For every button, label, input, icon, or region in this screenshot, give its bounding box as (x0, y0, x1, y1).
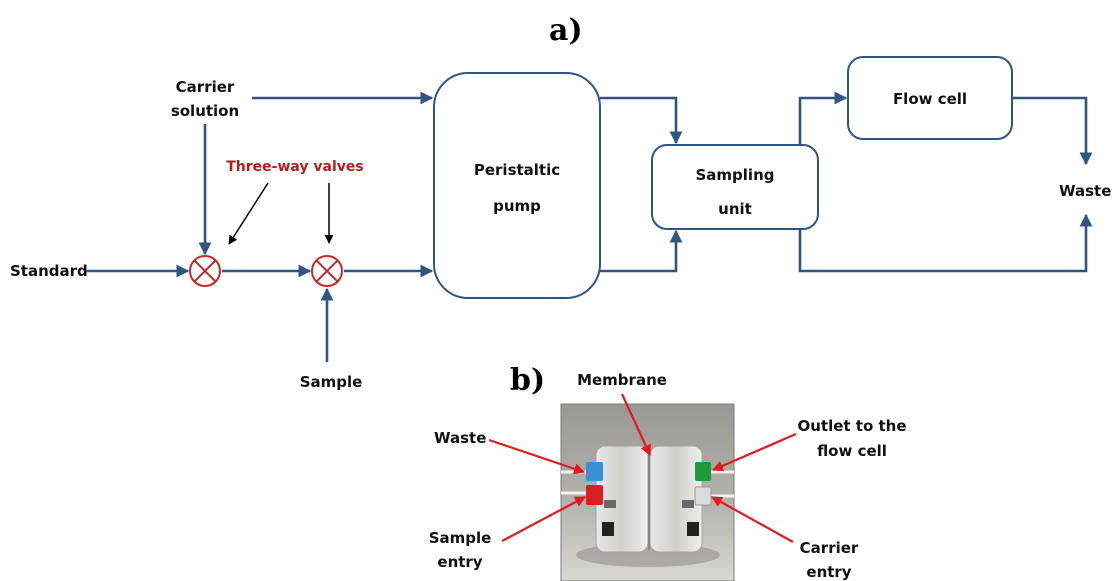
waste-pointer (488, 438, 586, 475)
sample-entry-label-line2: entry (437, 553, 482, 571)
flow-pump-top-to-sampling (600, 96, 683, 145)
sampling-unit-box: Sampling unit (651, 144, 819, 230)
blue-fitting (586, 462, 603, 481)
waste-label: Waste (1059, 182, 1111, 200)
carrier-entry-label-line1: Carrier (800, 539, 859, 557)
three-way-valve-2 (311, 255, 343, 287)
pump-label-line2: pump (493, 197, 541, 215)
pump-label-line1: Peristaltic (474, 161, 560, 179)
outlet-label-line2: flow cell (817, 442, 887, 460)
sampling-label-line1: Sampling (696, 166, 775, 184)
flow-lines (86, 91, 1093, 362)
three-way-valve-1 (189, 255, 221, 287)
sample-entry-label-line1: Sample (429, 529, 492, 547)
sample-label: Sample (300, 373, 363, 391)
flow-sampling-to-flowcell (798, 91, 848, 145)
peristaltic-pump-box: Peristaltic pump (433, 72, 601, 299)
green-fitting (695, 462, 711, 481)
standard-label: Standard (10, 262, 88, 280)
carrier-entry-label-line2: entry (806, 563, 851, 581)
flow-pump-bottom-to-sampling (600, 229, 683, 273)
flow-cell-label: Flow cell (893, 90, 967, 108)
flow-flowcell-to-waste (1012, 96, 1093, 166)
flow-cell-box: Flow cell (847, 56, 1013, 140)
panel-a-label: a) (549, 13, 583, 48)
red-fitting (586, 485, 603, 505)
carrier-label-line2: solution (171, 102, 239, 120)
carrier-label-line1: Carrier (176, 78, 235, 96)
carrier-entry-pointer (711, 496, 794, 543)
valve-pointer-1 (228, 182, 269, 245)
three-way-valves-label: Three-way valves (226, 159, 364, 175)
flow-sampling-to-waste (798, 213, 1093, 273)
panel-b-label: b) (510, 363, 545, 398)
outlet-pointer (711, 432, 797, 472)
photo-waste-label: Waste (434, 429, 486, 447)
membrane-label: Membrane (577, 371, 667, 389)
sampling-unit-photo (560, 403, 735, 581)
sample-entry-pointer (501, 496, 586, 542)
sampling-label-line2: unit (718, 200, 752, 218)
white-fitting (694, 486, 712, 506)
membrane-pointer (621, 393, 651, 456)
outlet-label-line1: Outlet to the (797, 417, 906, 435)
